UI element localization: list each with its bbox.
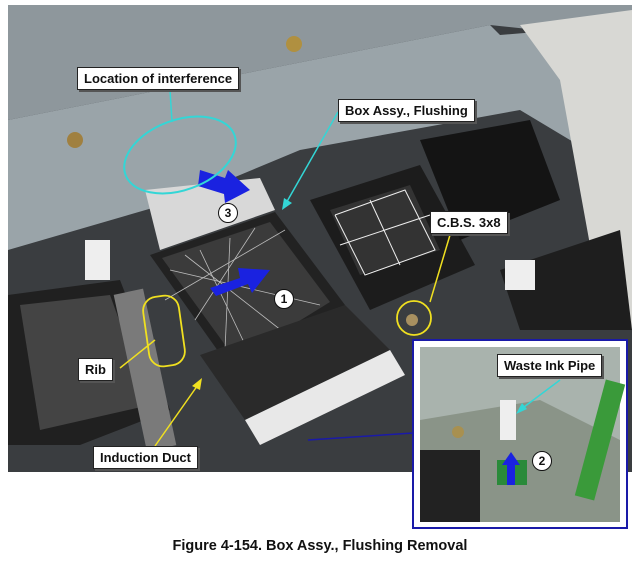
screw: [67, 132, 83, 148]
callout-location-of-interference: Location of interference: [77, 67, 240, 90]
callout-box-assy-flushing: Box Assy., Flushing: [338, 99, 475, 122]
rib-circle: [142, 294, 186, 368]
screw-circle: [396, 300, 432, 336]
step-number-1: 1: [274, 289, 294, 309]
callout-rib: Rib: [78, 358, 113, 381]
figure-caption: Figure 4-154. Box Assy., Flushing Remova…: [172, 538, 468, 554]
arrow-1: [210, 268, 270, 296]
callout-waste-ink-pipe: Waste Ink Pipe: [497, 354, 603, 377]
interference-circle: [123, 115, 237, 195]
step-number-2: 2: [532, 451, 552, 471]
arrow-2: [502, 452, 520, 485]
callout-cbs-screw: C.B.S. 3x8: [430, 211, 508, 234]
step-number-3: 3: [218, 203, 238, 223]
callout-induction-duct: Induction Duct: [93, 446, 198, 469]
screw: [286, 36, 302, 52]
